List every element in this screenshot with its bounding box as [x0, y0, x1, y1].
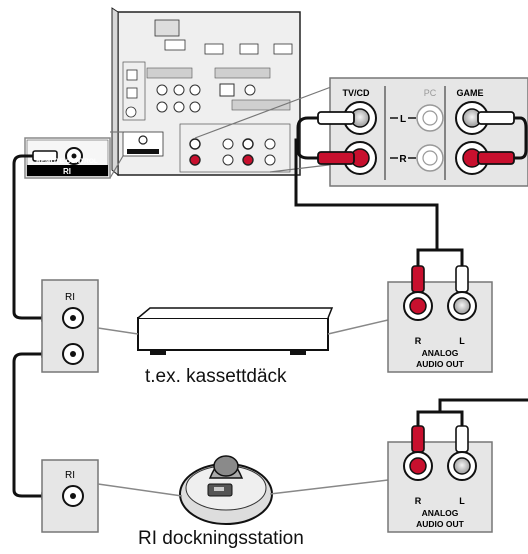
cassette-ri-label: RI — [65, 292, 75, 303]
dock-audio-output — [387, 425, 493, 533]
docking-station — [179, 455, 273, 525]
cassette-out-r: R — [415, 336, 422, 346]
receiver-ri-label: RI — [63, 167, 71, 176]
cassette-out-line2: AUDIO OUT — [416, 359, 465, 369]
cassette-out-l: L — [459, 336, 465, 346]
receiver-audio-input-zoom — [329, 77, 528, 187]
channel-label-right: R — [399, 154, 407, 165]
cassette-deck — [137, 307, 334, 355]
cassette-audio-output — [387, 265, 493, 373]
cassette-out-line1: ANALOG — [422, 348, 459, 358]
receiver-rear-panel — [111, 7, 301, 177]
dock-ri-label: RI — [65, 470, 75, 481]
dock-callouts — [97, 479, 389, 497]
channel-label-left: L — [400, 114, 406, 125]
dock-out-l: L — [459, 496, 465, 506]
cassette-caption: t.ex. kassettdäck — [145, 366, 287, 387]
dock-ri-panel — [41, 459, 99, 533]
audio-cables — [294, 116, 528, 428]
dock-caption: RI dockningsstation — [138, 528, 304, 549]
input-label-game: GAME — [457, 88, 484, 98]
dock-out-line2: AUDIO OUT — [416, 519, 465, 529]
cassette-ri-panel — [41, 279, 99, 373]
dock-out-r: R — [415, 496, 422, 506]
remote-control-label: REMOTE CONTROL — [36, 158, 98, 165]
dock-out-line1: ANALOG — [422, 508, 459, 518]
ri-cables — [12, 154, 55, 498]
cassette-callouts — [97, 319, 389, 335]
input-label-tvcd: TV/CD — [343, 88, 371, 98]
input-label-pc: PC — [424, 88, 437, 98]
